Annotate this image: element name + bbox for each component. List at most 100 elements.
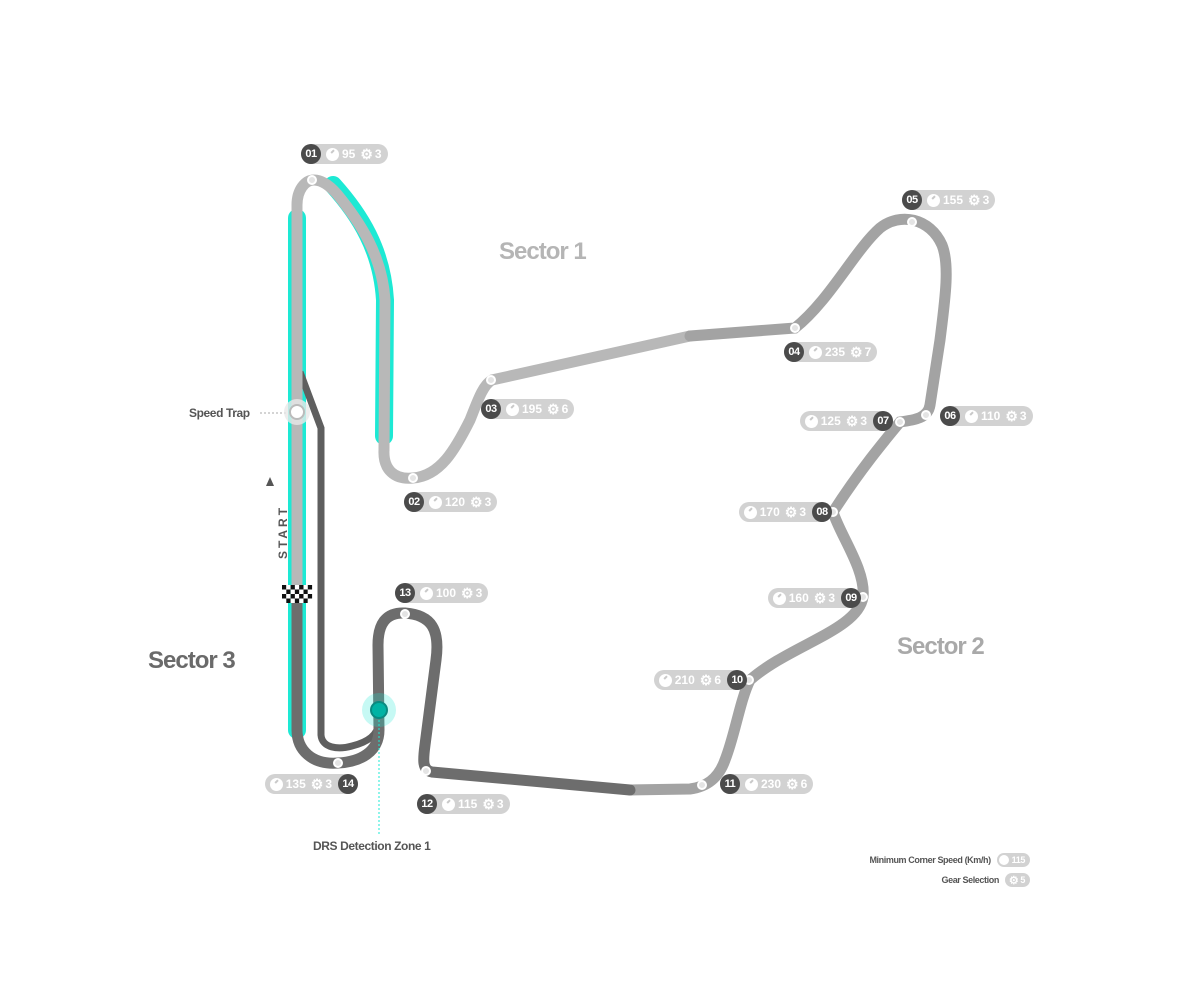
flag-square — [290, 589, 295, 594]
corner-marker-05 — [907, 217, 917, 227]
drs-detection-marker — [370, 701, 388, 719]
flag-square — [307, 598, 313, 603]
corner-number: 09 — [841, 588, 861, 608]
corner-speed: 135 — [285, 777, 306, 791]
corner-marker-04 — [790, 323, 800, 333]
corner-number: 11 — [720, 774, 740, 794]
flag-square — [294, 589, 300, 594]
corner-gear: 3 — [475, 586, 483, 600]
corner-gear: 3 — [860, 414, 867, 428]
corner-speed: 155 — [943, 193, 964, 207]
legend-speed-example: 115 — [1011, 855, 1026, 865]
speedometer-icon — [442, 797, 455, 811]
corner-speed: 170 — [759, 505, 780, 519]
corner-marker-06 — [921, 410, 931, 420]
flag-square — [299, 594, 304, 599]
track-sector-3 — [291, 587, 636, 796]
corner-number: 04 — [784, 342, 804, 362]
speedometer-icon — [743, 505, 757, 519]
corner-number: 12 — [417, 794, 437, 814]
gear-icon: ⚙ — [310, 776, 324, 792]
flag-square — [294, 594, 300, 599]
gear-icon: ⚙ — [1008, 874, 1019, 887]
corner-number: 07 — [873, 411, 893, 431]
flag-square — [286, 585, 291, 590]
speedometer-icon — [326, 147, 339, 161]
flag-square — [282, 585, 287, 590]
speedometer-icon — [745, 777, 758, 791]
corner-number: 13 — [395, 583, 415, 603]
gear-icon: ⚙ — [547, 401, 560, 417]
flag-square — [303, 598, 308, 603]
gear-icon: ⚙ — [1005, 408, 1018, 424]
corner-marker-07 — [895, 417, 905, 427]
corner-speed: 210 — [674, 673, 695, 687]
gear-icon: ⚙ — [470, 494, 483, 510]
corner-marker-01 — [307, 175, 317, 185]
flag-square — [290, 594, 295, 599]
legend-gear-label: Gear Selection — [941, 875, 999, 885]
gear-icon: ⚙ — [845, 413, 859, 429]
speedometer-icon — [420, 586, 433, 600]
flag-square — [282, 594, 287, 599]
checkered-flag-icon — [282, 585, 313, 603]
corner-number: 05 — [902, 190, 922, 210]
gear-icon: ⚙ — [850, 344, 863, 360]
gear-icon: ⚙ — [813, 590, 827, 606]
flag-square — [303, 594, 308, 599]
corner-speed: 235 — [825, 345, 846, 359]
gear-icon: ⚙ — [482, 796, 495, 812]
gear-icon: ⚙ — [461, 585, 474, 601]
corner-gear: 3 — [982, 193, 990, 207]
flag-square — [286, 594, 291, 599]
sector-3-label: Sector 3 — [148, 647, 236, 674]
legend-gear: Gear Selection ⚙5 — [941, 873, 1030, 887]
corner-speed: 115 — [458, 797, 478, 811]
speedometer-icon — [269, 777, 283, 791]
corner-marker-03 — [486, 375, 496, 385]
sector-2-label: Sector 2 — [897, 633, 985, 660]
corner-number: 03 — [481, 399, 501, 419]
speedometer-icon — [506, 402, 519, 416]
track-sector-1 — [291, 174, 696, 599]
start-label: START — [276, 504, 291, 560]
flag-square — [290, 598, 295, 603]
flag-square — [294, 598, 300, 603]
corner-speed: 100 — [436, 586, 457, 600]
corner-speed: 195 — [522, 402, 543, 416]
sector-1-label: Sector 1 — [499, 238, 587, 265]
pit-lane — [296, 370, 383, 752]
legend-speed: Minimum Corner Speed (Km/h) 115 — [869, 853, 1030, 867]
corner-number: 08 — [812, 502, 832, 522]
corner-gear: 3 — [828, 591, 835, 605]
flag-square — [299, 589, 304, 594]
speedometer-icon — [772, 591, 786, 605]
gear-icon: ⚙ — [360, 146, 373, 162]
flag-square — [303, 589, 308, 594]
corner-gear: 3 — [325, 777, 332, 791]
flag-square — [282, 598, 287, 603]
corner-number: 10 — [727, 670, 747, 690]
drs-detection-label: DRS Detection Zone 1 — [313, 839, 431, 853]
speedometer-icon — [429, 495, 442, 509]
flag-square — [307, 594, 313, 599]
corner-gear: 3 — [1019, 409, 1027, 423]
corner-speed: 230 — [761, 777, 782, 791]
gear-icon: ⚙ — [699, 672, 713, 688]
flag-square — [290, 585, 295, 590]
corner-speed: 95 — [342, 147, 356, 161]
corner-speed: 110 — [981, 409, 1001, 423]
corner-number: 02 — [404, 492, 424, 512]
flag-square — [286, 589, 291, 594]
